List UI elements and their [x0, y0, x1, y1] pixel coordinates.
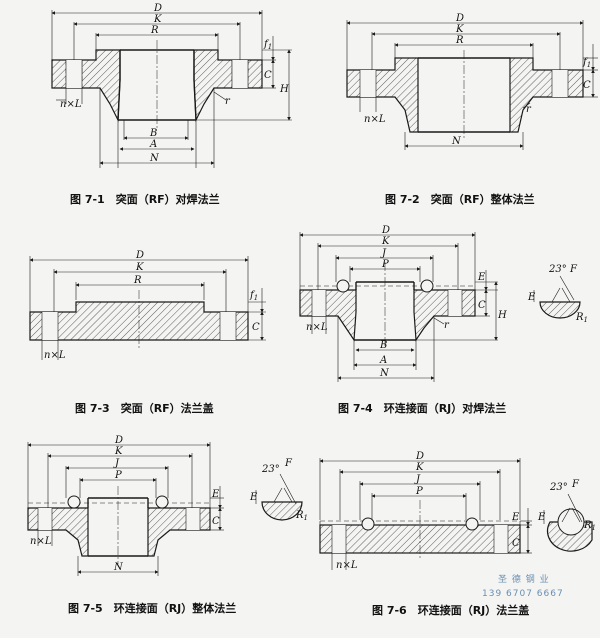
dim-E-7-5: E — [211, 489, 220, 500]
dim-C-7-5: C — [212, 516, 220, 527]
figure-7-4: D K J P E C H r n×L — [299, 225, 588, 415]
ring-groove-detail-7-5: E 23° F R1 — [249, 458, 308, 522]
watermark-line-2: 139 6707 6667 — [482, 589, 564, 599]
dim-E-7-6: E — [511, 512, 520, 523]
dim-r: r — [225, 96, 231, 107]
dim-R: R — [150, 25, 159, 36]
dim-H-7-4: H — [497, 310, 507, 321]
dim-K-7-3: K — [135, 262, 144, 273]
dim-D-7-6: D — [415, 451, 424, 462]
detail-R1-7-4: R1 — [575, 312, 588, 324]
dim-nxL-7-6: n×L — [336, 560, 358, 571]
dim-f1-7-2: f1 — [582, 57, 591, 69]
detail-E-7-6: E — [537, 512, 546, 523]
detail-E-7-4: E — [527, 292, 536, 303]
caption-7-6: 图 7-6 环连接面（RJ）法兰盖 — [372, 603, 529, 617]
dim-P-7-6: P — [415, 486, 423, 497]
dim-A: A — [149, 139, 157, 150]
dim-K-7-2: K — [455, 24, 464, 35]
dim-nxL-7-2: n×L — [364, 114, 386, 125]
dim-A-7-4: A — [379, 355, 387, 366]
dim-R-7-3: R — [133, 275, 142, 286]
dim-E-7-4: E — [477, 272, 486, 283]
dim-K: K — [153, 14, 162, 25]
detail-angle-7-5: 23° — [261, 464, 280, 475]
dim-nxL-7-3: n×L — [44, 350, 66, 361]
dim-f1-7-3: f1 — [249, 290, 258, 302]
figure-7-1: D K R f1 C H r — [51, 3, 292, 206]
figure-7-5: D K J P E C n×L N — [27, 435, 308, 615]
caption-7-5: 图 7-5 环连接面（RJ）整体法兰 — [68, 601, 236, 615]
dim-N-7-2: N — [451, 136, 462, 147]
dim-J-7-5: J — [113, 458, 120, 469]
detail-angle-7-6: 23° — [549, 482, 568, 493]
dim-N-7-4: N — [379, 368, 390, 379]
dim-D-7-4: D — [381, 225, 390, 236]
dim-C-7-3: C — [252, 322, 260, 333]
dim-nxL: n×L — [60, 99, 82, 110]
dim-D-7-5: D — [114, 435, 123, 446]
dim-nxL-7-4: n×L — [306, 322, 328, 333]
detail-R1-7-5: R1 — [295, 510, 308, 522]
dim-r-7-2: r — [526, 104, 532, 115]
dim-H: H — [279, 84, 289, 95]
detail-E-7-5: E — [249, 492, 258, 503]
dim-R-7-2: R — [455, 35, 464, 46]
dim-K-7-6: K — [415, 462, 424, 473]
dim-D: D — [153, 3, 162, 14]
figure-7-6: D K J P E C n×L E 23° F — [319, 451, 596, 617]
dim-J-7-4: J — [380, 248, 387, 259]
dim-B: B — [149, 128, 157, 139]
caption-7-3: 图 7-3 突面（RF）法兰盖 — [75, 401, 214, 415]
caption-7-1: 图 7-1 突面（RF）对焊法兰 — [70, 192, 220, 206]
dim-C-7-4: C — [478, 300, 486, 311]
figure-7-2: D K R f1 C r n×L N 图 7-2 突面（RF）整体法兰 — [346, 13, 598, 206]
detail-R1-7-6: R1 — [583, 520, 596, 532]
dim-nxL-7-5: n×L — [30, 536, 52, 547]
dim-N: N — [149, 153, 160, 164]
caption-7-2: 图 7-2 突面（RF）整体法兰 — [385, 192, 535, 206]
detail-F-7-4: F — [569, 264, 578, 275]
dim-D-7-3: D — [135, 250, 144, 261]
dim-P-7-5: P — [114, 470, 122, 481]
dim-N-7-5: N — [113, 562, 124, 573]
detail-F-7-6: F — [571, 479, 580, 490]
caption-7-4: 图 7-4 环连接面（RJ）对焊法兰 — [338, 401, 506, 415]
dim-C-7-6: C — [512, 538, 520, 549]
dim-D-7-2: D — [455, 13, 464, 24]
dim-K-7-5: K — [114, 446, 123, 457]
dim-r-7-4: r — [444, 320, 450, 331]
figure-7-3: D K R f1 C n×L 图 7-3 突面（RF）法兰盖 — [29, 250, 266, 415]
detail-F-7-5: F — [284, 458, 293, 469]
dim-f1: f1 — [263, 39, 272, 51]
dim-K-7-4: K — [381, 236, 390, 247]
dim-J-7-6: J — [414, 474, 421, 485]
watermark-line-1: 圣 德 钢 业 — [498, 573, 550, 585]
dim-C: C — [264, 70, 272, 81]
dim-B-7-4: B — [379, 340, 387, 351]
dim-C-7-2: C — [583, 80, 591, 91]
ring-groove-detail-7-6: E 23° F R1 — [537, 479, 596, 552]
ring-groove-detail-7-4: E 23° F R1 — [527, 264, 588, 324]
detail-angle-7-4: 23° — [548, 264, 567, 275]
